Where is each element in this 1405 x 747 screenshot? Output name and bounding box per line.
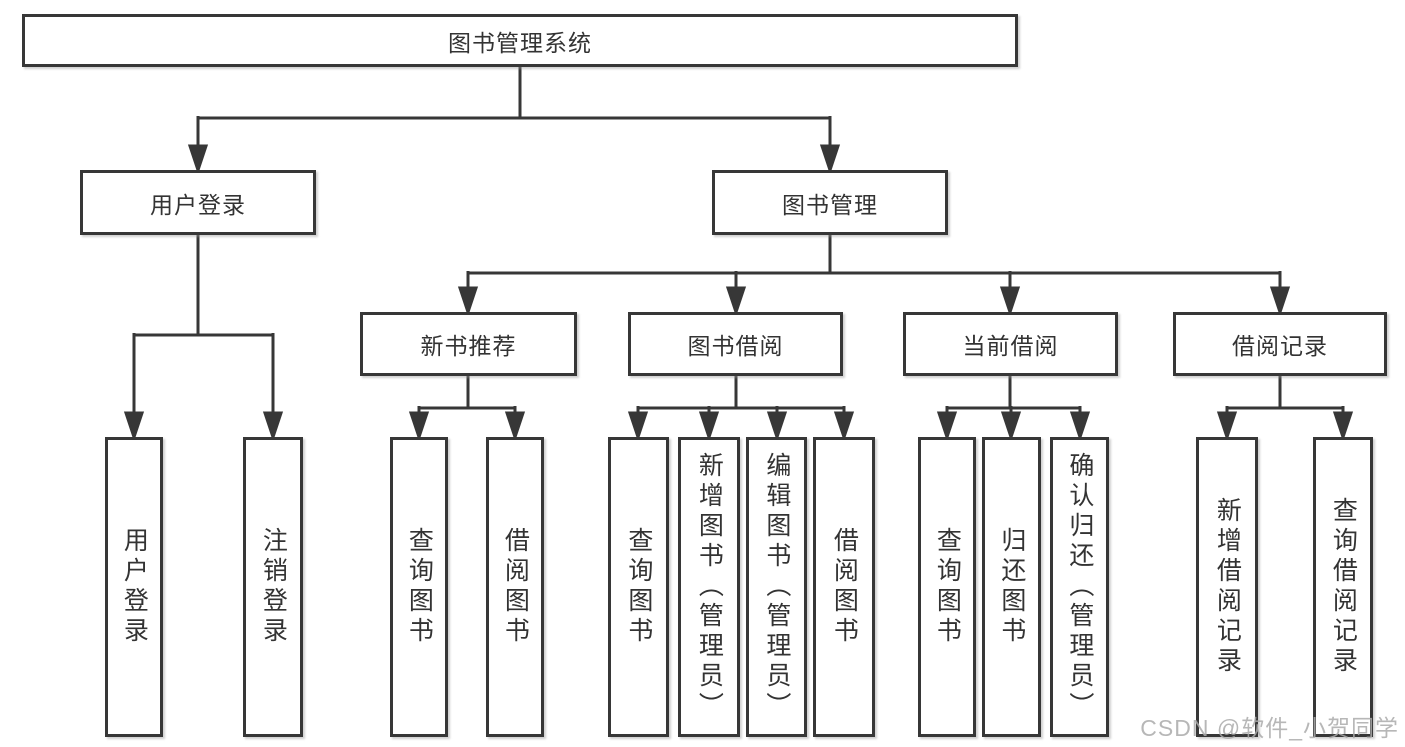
node-book-borrowing: 图书借阅: [628, 312, 843, 376]
leaf-return-books: 归还图书: [982, 437, 1041, 737]
leaf-query-borrow-record: 查询借阅记录: [1313, 437, 1373, 737]
leaf-borrow-books-1: 借阅图书: [486, 437, 544, 737]
node-current-borrowing: 当前借阅: [903, 312, 1118, 376]
node-label: 注销登录: [259, 527, 288, 647]
node-borrowing-records: 借阅记录: [1173, 312, 1387, 376]
node-book-management: 图书管理: [712, 170, 948, 235]
leaf-user-login: 用户登录: [105, 437, 163, 737]
node-label: 借阅记录: [1232, 333, 1328, 359]
leaf-borrow-books-2: 借阅图书: [813, 437, 875, 737]
node-label: 新书推荐: [420, 333, 517, 359]
csdn-watermark: CSDN @软件_小贺同学: [1140, 715, 1399, 741]
node-user-login-group: 用户登录: [80, 170, 316, 235]
node-label: 新增借阅记录: [1213, 497, 1242, 677]
node-label: 图书管理: [782, 191, 878, 218]
leaf-add-book-admin: 新增图书（管理员）: [678, 437, 740, 737]
leaf-logout: 注销登录: [243, 437, 303, 737]
leaf-edit-book-admin: 编辑图书（管理员）: [746, 437, 807, 737]
leaf-add-borrow-record: 新增借阅记录: [1196, 437, 1258, 737]
node-book-management-system: 图书管理系统: [22, 14, 1018, 67]
leaf-query-books-2: 查询图书: [608, 437, 669, 737]
leaf-confirm-return-admin: 确认归还（管理员）: [1050, 437, 1109, 737]
node-label: 查询图书: [624, 527, 653, 647]
leaf-query-books-3: 查询图书: [918, 437, 976, 737]
node-label: 归还图书: [997, 527, 1026, 647]
node-label: 当前借阅: [962, 333, 1059, 359]
node-label: 图书借阅: [687, 333, 784, 359]
node-label: 编辑图书（管理员）: [762, 452, 791, 722]
node-label: 查询借阅记录: [1329, 497, 1358, 677]
node-label: 查询图书: [405, 527, 434, 647]
leaf-query-books-1: 查询图书: [390, 437, 448, 737]
node-label: 用户登录: [150, 191, 246, 218]
node-label: 图书管理系统: [448, 29, 592, 56]
node-label: 用户登录: [120, 527, 149, 647]
node-new-book-recommendation: 新书推荐: [360, 312, 577, 376]
node-label: 查询图书: [933, 527, 962, 647]
node-label: 新增图书（管理员）: [695, 452, 724, 722]
node-label: 借阅图书: [501, 527, 530, 647]
node-label: 借阅图书: [830, 527, 859, 647]
node-label: 确认归还（管理员）: [1065, 452, 1094, 722]
